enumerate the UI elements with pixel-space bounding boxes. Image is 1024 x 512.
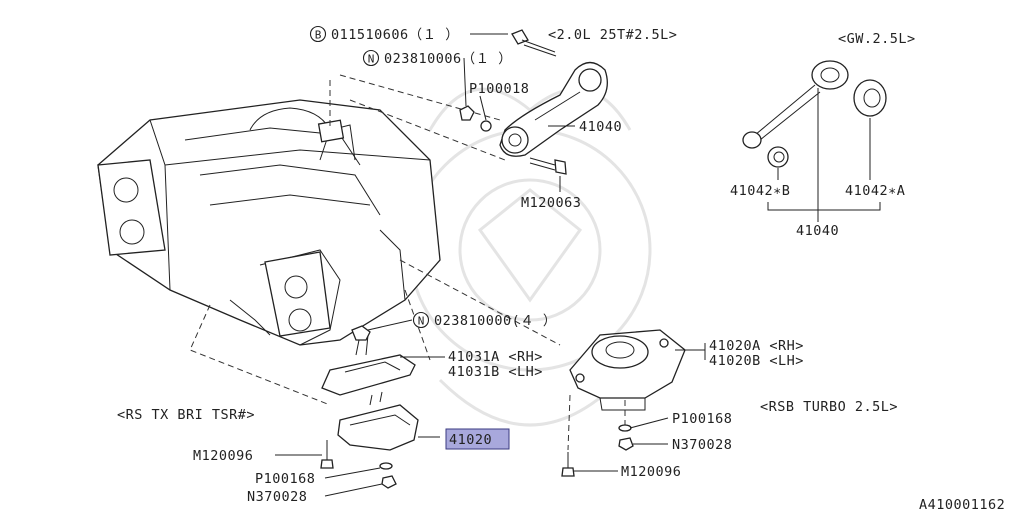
right-mount-assembly [561,329,686,477]
callout-n-marker-mid: N [412,311,430,329]
label-variant-gw: <GW.2.5L> [838,31,916,47]
label-washer-p100018: P100018 [469,81,529,97]
label-bolt-m120096-left: M120096 [193,448,253,464]
svg-text:N: N [418,315,425,328]
label-mount-41020: 41020 [449,432,492,448]
label-nut-023810006: 023810006（１ ） [384,51,512,67]
callout-b-marker: B [309,25,327,43]
callout-n-marker-top: N [362,49,380,67]
label-bushing-41042a: 41042∗A [845,183,905,199]
label-washer-p100168-right: P100168 [672,411,732,427]
label-washer-p100168-left: P100168 [255,471,315,487]
label-mount-lh: 41020B <LH> [709,353,804,369]
label-variant-left: <RS TX BRI TSR#> [117,407,255,423]
label-figure-code: A410001162 [919,497,1005,512]
label-bushing-41042b: 41042∗B [730,183,790,199]
engine-block [97,99,441,346]
label-nut-023810000: 023810000(４ ） [434,313,557,329]
label-variant-right: <RSB TURBO 2.5L> [760,399,898,415]
assembly-dashed-lines [189,74,626,451]
gw-rod-assembly [742,60,887,222]
label-stay-41040: 41040 [579,119,622,135]
engine-stay-assembly [459,29,608,175]
label-mount-rh: 41020A <RH> [709,338,804,354]
label-variant-top: <2.0L 25T#2.5L> [548,27,677,43]
svg-text:N: N [368,53,375,66]
label-bracket-lh: 41031B <LH> [448,364,543,380]
label-nut-n370028-left: N370028 [247,489,307,505]
label-nut-n370028-right: N370028 [672,437,732,453]
label-bolt-m120096-right: M120096 [621,464,681,480]
label-bracket-rh: 41031A <RH> [448,349,543,365]
left-mount-assembly [320,325,419,489]
leader-lines [275,33,706,497]
label-rod-41040: 41040 [796,223,839,239]
label-bolt-011510606: 011510606（１ ） [331,27,459,43]
label-bolt-m120063: M120063 [521,195,581,211]
highlight-box-41020 [445,428,510,450]
svg-text:B: B [315,29,322,42]
